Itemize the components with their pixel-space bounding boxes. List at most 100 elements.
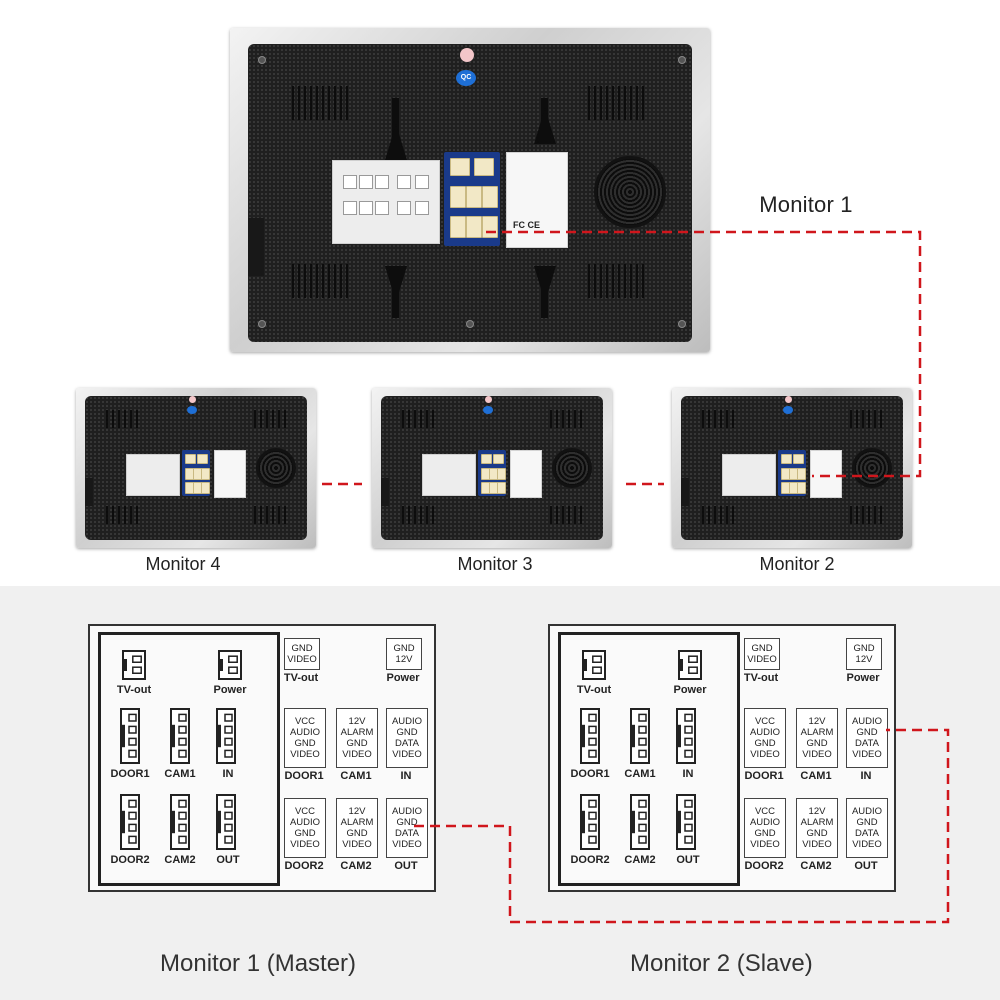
pin-name: GND — [396, 817, 418, 828]
pin-name: VIDEO — [290, 749, 320, 760]
pin-name: AUDIO — [391, 806, 423, 817]
qc-badge: QC — [456, 70, 476, 86]
cam2-connector-icon — [630, 794, 650, 850]
in-connector-icon — [216, 708, 236, 764]
door2-connector-icon — [120, 794, 140, 850]
pin-name: DATA — [395, 738, 419, 749]
pin-name: VIDEO — [342, 839, 372, 850]
pin-name: GND — [751, 643, 773, 654]
pin-name: VIDEO — [750, 749, 780, 760]
monitor-4-caption: Monitor 4 — [145, 554, 221, 574]
pin-name: GND — [291, 643, 313, 654]
pin-name: VIDEO — [750, 839, 780, 850]
door2-pin-label: DOOR2 — [284, 860, 324, 872]
cam2-pin-label: CAM2 — [340, 860, 372, 872]
monitor-2-photo — [672, 388, 912, 548]
cam2-label: CAM2 — [164, 854, 196, 866]
cam1-connector-icon — [170, 708, 190, 764]
in-label: IN — [682, 768, 694, 780]
master-caption: Monitor 1 (Master) — [160, 950, 357, 977]
pin-name: ALARM — [340, 727, 374, 738]
pin-name: 12V — [348, 806, 366, 817]
in-pin-label: IN — [400, 770, 412, 782]
out-connector-icon — [216, 794, 236, 850]
cam2-connector-icon — [170, 794, 190, 850]
door1-connector-icon — [120, 708, 140, 764]
tv-out-connector-icon — [122, 650, 146, 680]
door1-label: DOOR1 — [570, 768, 610, 780]
power-pin-label: Power — [386, 672, 420, 684]
pin-name: VIDEO — [852, 839, 882, 850]
pin-name: GND — [396, 727, 418, 738]
door1-connector-icon — [580, 708, 600, 764]
door1-pin-label: DOOR1 — [284, 770, 324, 782]
cam1-label: CAM1 — [164, 768, 196, 780]
door2-pin-label: DOOR2 — [744, 860, 784, 872]
pin-name: VIDEO — [852, 749, 882, 760]
monitor-3-photo — [372, 388, 612, 548]
monitor-1-photo: FC CE QC — [230, 28, 710, 352]
pin-name: VIDEO — [747, 654, 777, 665]
pin-name: GND — [806, 828, 828, 839]
power-label: Power — [673, 684, 707, 696]
door1-label: DOOR1 — [110, 768, 150, 780]
door2-label: DOOR2 — [110, 854, 150, 866]
pin-name: AUDIO — [391, 716, 423, 727]
out-connector-icon — [676, 794, 696, 850]
pin-name: DATA — [855, 738, 879, 749]
cam2-pin-label: CAM2 — [800, 860, 832, 872]
pin-name: ALARM — [340, 817, 374, 828]
power-label: Power — [213, 684, 247, 696]
pin-name: 12V — [395, 654, 413, 665]
out-label: OUT — [216, 854, 240, 866]
pin-name: VCC — [294, 716, 316, 727]
connector-group-frame — [98, 632, 280, 886]
monitor-4-photo — [76, 388, 316, 548]
cam2-label: CAM2 — [624, 854, 656, 866]
tv-out-connector-icon — [582, 650, 606, 680]
in-connector-icon — [676, 708, 696, 764]
pin-name: GND — [393, 643, 415, 654]
monitor-2-caption: Monitor 2 — [759, 554, 835, 574]
tv-out-label: TV-out — [116, 684, 152, 696]
in-pin-label: IN — [860, 770, 872, 782]
monitor-3-caption: Monitor 3 — [457, 554, 533, 574]
pin-name: VCC — [754, 806, 776, 817]
pin-name: AUDIO — [289, 727, 321, 738]
pin-name: 12V — [348, 716, 366, 727]
door2-connector-icon — [580, 794, 600, 850]
pin-name: GND — [346, 738, 368, 749]
pin-name: GND — [754, 738, 776, 749]
pin-name: GND — [853, 643, 875, 654]
pin-name: VIDEO — [392, 839, 422, 850]
tv-out-pin-label: TV-out — [283, 672, 319, 684]
pin-name: GND — [806, 738, 828, 749]
cam1-pin-label: CAM1 — [800, 770, 832, 782]
pin-name: 12V — [808, 716, 826, 727]
cam1-pin-label: CAM1 — [340, 770, 372, 782]
pin-name: ALARM — [800, 817, 834, 828]
in-label: IN — [222, 768, 234, 780]
out-label: OUT — [676, 854, 700, 866]
out-pin-label: OUT — [854, 860, 878, 872]
pin-name: VCC — [754, 716, 776, 727]
door2-label: DOOR2 — [570, 854, 610, 866]
ce-mark: FC CE — [513, 220, 540, 230]
out-pin-label: OUT — [394, 860, 418, 872]
pin-name: GND — [856, 727, 878, 738]
tv-out-pin-label: TV-out — [743, 672, 779, 684]
pin-name: AUDIO — [749, 817, 781, 828]
pin-name: VIDEO — [392, 749, 422, 760]
